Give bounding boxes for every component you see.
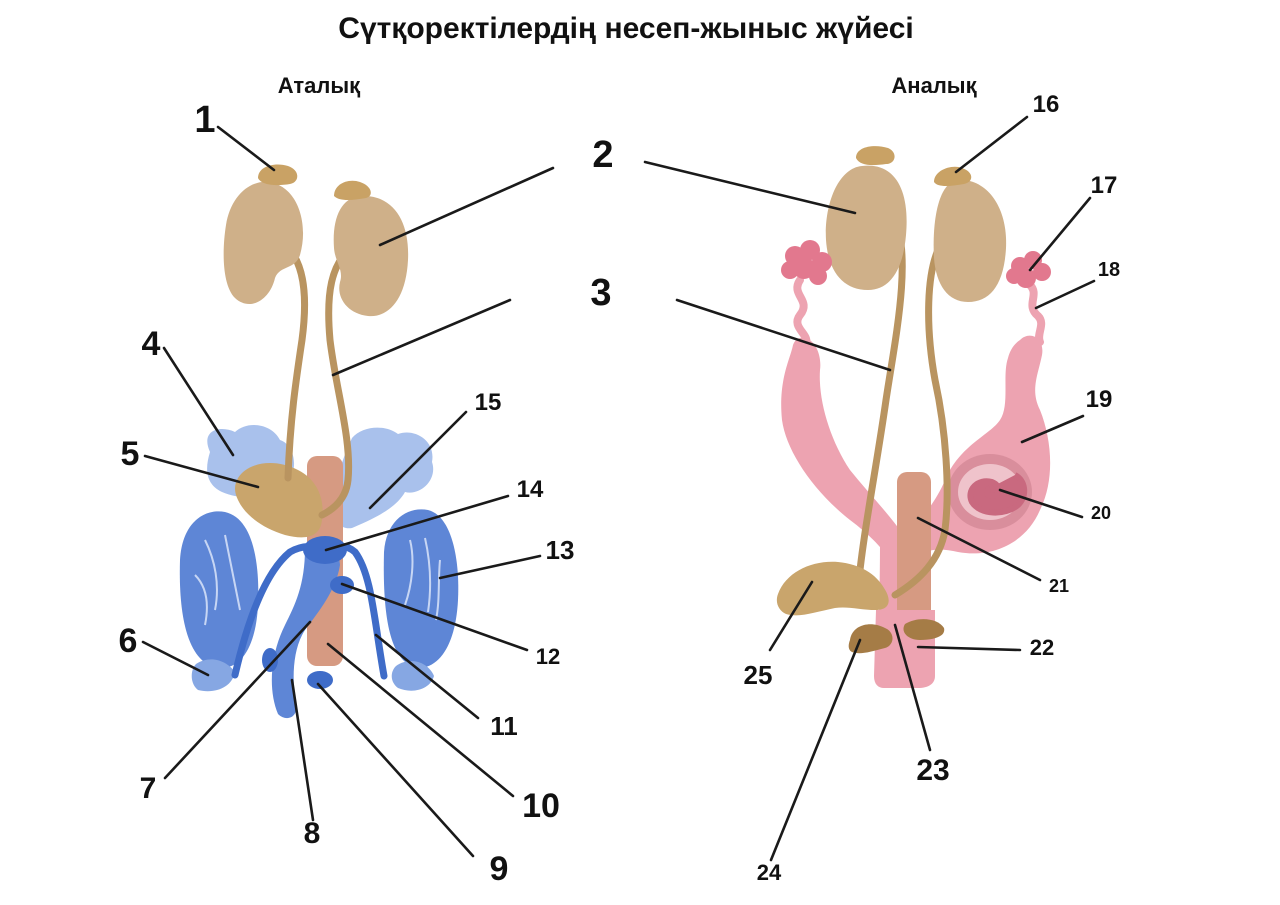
label-18: 18 bbox=[1098, 259, 1120, 281]
female-oviduct-right bbox=[1026, 281, 1046, 346]
female-bladder bbox=[776, 561, 889, 616]
label-24: 24 bbox=[757, 860, 782, 885]
male-epididymis-right bbox=[391, 661, 434, 691]
leader-lines bbox=[141, 115, 1096, 862]
male-ureter-left bbox=[274, 236, 309, 482]
label-14: 14 bbox=[517, 476, 544, 503]
female-ureter-right bbox=[891, 238, 951, 599]
female-kidney-left bbox=[825, 165, 907, 290]
male-ureter-right bbox=[318, 241, 359, 519]
male-heading: Аталық bbox=[278, 73, 361, 98]
male-kidney-right bbox=[333, 195, 409, 317]
label-25: 25 bbox=[744, 660, 773, 690]
label-15: 15 bbox=[475, 389, 502, 416]
label-6: 6 bbox=[119, 622, 138, 660]
label-4: 4 bbox=[142, 325, 161, 363]
male-adrenal-left bbox=[258, 164, 298, 186]
male-epididymis-left bbox=[191, 659, 235, 692]
female-heading: Аналық bbox=[891, 73, 977, 98]
male-testis-veins bbox=[194, 534, 441, 626]
male-adrenal-right bbox=[334, 180, 371, 200]
female-uterus-horn-left bbox=[781, 337, 910, 562]
male-testis-right bbox=[383, 509, 459, 668]
label-22: 22 bbox=[1030, 635, 1054, 660]
female-kidney-right bbox=[933, 179, 1007, 302]
label-12: 12 bbox=[536, 644, 560, 669]
female-embryo bbox=[967, 472, 1028, 516]
female-ovary-left bbox=[781, 240, 832, 285]
male-urethra bbox=[271, 548, 340, 719]
label-17: 17 bbox=[1091, 172, 1118, 199]
male-seminal-vesicle-right bbox=[334, 427, 434, 529]
label-21: 21 bbox=[1049, 576, 1069, 596]
label-8: 8 bbox=[304, 817, 321, 850]
label-16: 16 bbox=[1033, 91, 1060, 118]
label-13: 13 bbox=[546, 535, 575, 565]
male-testis-left bbox=[179, 511, 259, 669]
female-system bbox=[776, 146, 1051, 688]
female-ureter-left bbox=[854, 214, 906, 594]
label-11: 11 bbox=[490, 711, 518, 741]
label-19: 19 bbox=[1086, 386, 1113, 413]
male-kidney-left bbox=[223, 181, 304, 305]
female-sphincter-right bbox=[903, 619, 945, 640]
male-bladder bbox=[235, 463, 323, 538]
female-sphincter-left bbox=[848, 624, 893, 654]
diagram-title: Сүтқоректілердің несеп-жыныс жүйесі bbox=[338, 12, 913, 45]
label-5: 5 bbox=[121, 435, 140, 473]
label-9: 9 bbox=[490, 850, 509, 888]
label-23: 23 bbox=[916, 754, 949, 787]
male-system bbox=[179, 164, 459, 719]
female-ovary-right bbox=[1006, 251, 1051, 288]
number-labels: 1 2 3 4 5 6 7 8 9 10 11 12 13 14 15 16 1… bbox=[119, 91, 1121, 888]
male-penis-bulb bbox=[262, 648, 278, 672]
label-2: 2 bbox=[592, 134, 613, 176]
label-20: 20 bbox=[1091, 503, 1111, 523]
male-glans bbox=[307, 671, 333, 689]
label-3: 3 bbox=[590, 272, 611, 314]
label-1: 1 bbox=[194, 99, 215, 141]
label-10: 10 bbox=[522, 787, 560, 825]
female-oviduct-left bbox=[793, 276, 811, 349]
female-adrenal-left bbox=[856, 146, 895, 166]
label-7: 7 bbox=[140, 772, 157, 805]
female-adrenal-right bbox=[934, 166, 972, 186]
